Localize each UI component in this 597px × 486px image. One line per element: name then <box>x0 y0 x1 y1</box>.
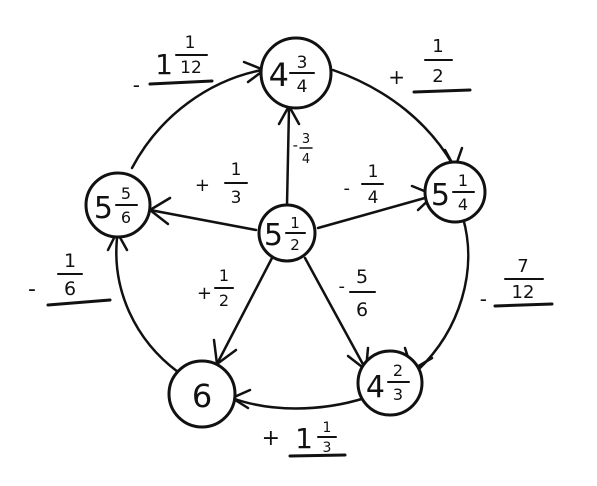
spoke-label-to-right-sign: - <box>344 178 351 199</box>
spoke-label-to-bottom-left-sign: + <box>197 283 212 304</box>
node-left-num: 5 <box>121 184 131 203</box>
ring-label-left-to-top-whole: 1 <box>155 48 173 81</box>
ring-label-right-to-bottom-right: - 7 12 <box>480 256 554 311</box>
node-bottom-left: 6 <box>167 359 237 429</box>
spoke-to-left <box>148 208 258 232</box>
spoke-to-top <box>285 106 291 207</box>
node-top: 4 3 4 <box>259 36 333 110</box>
node-top-num: 3 <box>297 53 308 73</box>
node-bottom-right-whole: 4 <box>366 370 385 405</box>
spoke-label-to-bottom-right: - 5 6 <box>339 266 376 321</box>
spoke-label-to-bottom-left: + 1 2 <box>197 266 234 310</box>
spoke-label-to-left-num: 1 <box>231 160 242 180</box>
node-left-den: 6 <box>121 208 131 227</box>
ring-arc-left-top <box>130 68 264 170</box>
node-left: 5 5 6 <box>84 171 152 239</box>
ring-label-top-to-right-den: 2 <box>432 66 443 87</box>
node-left-whole: 5 <box>94 191 113 226</box>
ring-label-top-to-right-sign: + <box>388 65 405 89</box>
spoke-label-to-bottom-right-num: 5 <box>356 266 368 288</box>
node-bottom-right-num: 2 <box>393 361 403 380</box>
ring-arc-top-right <box>331 68 455 167</box>
node-center: 5 1 2 <box>257 203 317 263</box>
ring-label-bottom-right-to-bottom-left: + 1 1 3 <box>262 420 347 458</box>
ring-arc-bottomleft-left <box>115 236 180 374</box>
spoke-to-bottom-left <box>216 256 274 364</box>
spoke-label-to-bottom-right-den: 6 <box>356 299 368 321</box>
spoke-label-to-top-sign: - <box>293 136 298 154</box>
node-bottom-right: 4 2 3 <box>356 349 424 417</box>
node-bottom-right-den: 3 <box>393 385 403 404</box>
ring-arc-right-bottomright <box>416 216 470 372</box>
spoke-label-to-right-num: 1 <box>368 162 379 182</box>
node-right-whole: 5 <box>431 178 450 213</box>
node-top-den: 4 <box>297 77 308 97</box>
ring-label-bottom-right-to-bottom-left-num: 1 <box>323 420 332 436</box>
ring-label-left-to-top: - 1 1 12 <box>133 33 214 97</box>
ring-label-bottom-left-to-left-sign: - <box>28 277 36 302</box>
ring-label-bottom-left-to-left-num: 1 <box>64 250 76 272</box>
ring-label-right-to-bottom-right-den: 12 <box>512 282 535 303</box>
ring-label-bottom-left-to-left-den: 6 <box>64 278 76 300</box>
ring-label-top-to-right: + 1 2 <box>388 36 472 94</box>
ring-label-left-to-top-num: 1 <box>185 33 196 53</box>
ring-label-bottom-left-to-left: - 1 6 <box>28 250 112 307</box>
ring-label-left-to-top-den: 12 <box>180 58 202 78</box>
spoke-label-to-top: - 3 4 <box>293 132 313 167</box>
ring-arc-bottomright-bottomleft <box>230 396 367 410</box>
spoke-label-to-left-sign: + <box>195 175 210 196</box>
node-bottom-left-whole: 6 <box>192 377 212 415</box>
spoke-label-to-top-den: 4 <box>302 152 310 167</box>
node-center-num: 1 <box>290 214 300 232</box>
node-right: 5 1 4 <box>423 160 487 224</box>
arrowhead-spoke-bottom-left <box>212 338 238 366</box>
ring-label-right-to-bottom-right-num: 7 <box>517 256 528 277</box>
spoke-label-to-left-den: 3 <box>231 188 242 208</box>
outer-ring <box>115 68 470 410</box>
ring-label-top-to-right-num: 1 <box>432 36 443 57</box>
spoke-label-to-bottom-right-sign: - <box>339 276 346 297</box>
ring-label-right-to-bottom-right-sign: - <box>480 287 487 311</box>
spoke-label-to-top-num: 3 <box>302 132 310 147</box>
spoke-to-right <box>316 194 434 230</box>
spoke-label-to-right-den: 4 <box>368 188 379 208</box>
node-center-whole: 5 <box>264 218 283 253</box>
ring-label-bottom-right-to-bottom-left-whole: 1 <box>295 422 313 455</box>
ring-label-left-to-top-sign: - <box>133 73 140 97</box>
spoke-label-to-bottom-left-den: 2 <box>219 291 229 310</box>
spoke-label-to-left: + 1 3 <box>195 160 248 208</box>
node-right-num: 1 <box>458 171 468 190</box>
node-top-whole: 4 <box>269 56 289 94</box>
spoke-to-bottom-right <box>303 256 367 370</box>
ring-label-bottom-right-to-bottom-left-den: 3 <box>323 440 332 456</box>
spoke-label-to-bottom-left-num: 1 <box>219 266 229 285</box>
ring-label-bottom-right-to-bottom-left-sign: + <box>262 426 280 451</box>
node-right-den: 4 <box>458 195 468 214</box>
node-center-den: 2 <box>290 236 300 254</box>
spoke-label-to-right: - 1 4 <box>344 162 384 208</box>
